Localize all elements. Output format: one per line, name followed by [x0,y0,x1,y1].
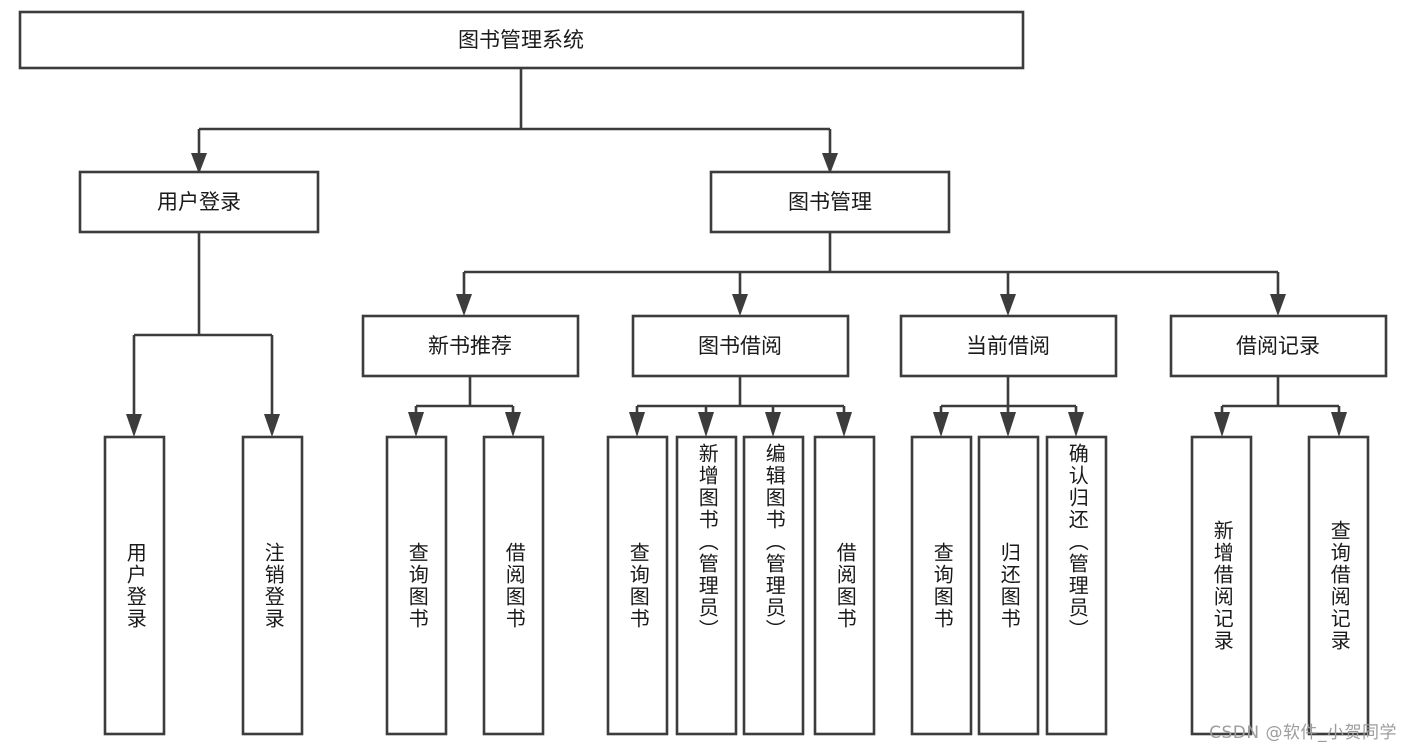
connector-user-login-to-leaves [126,232,280,437]
node-book-management-box [709,170,951,234]
leaf-box-book-borrow-2[interactable] [742,435,805,736]
node-book-management[interactable]: 图书管理 [709,170,951,234]
arrow-head [629,412,645,437]
arrow-head [1214,412,1230,437]
arrow-head [765,412,781,437]
arrow-head [822,153,838,174]
arrow-head [1000,412,1016,437]
connector-book-borrow-to-leaves [629,376,852,437]
node-book-borrow-label: 图书借阅 [698,334,782,358]
arrow-head [1331,412,1347,437]
leaf-box-current-borrow-0[interactable] [910,435,973,736]
leaf-box-current-borrow-1[interactable] [977,435,1040,736]
arrow-head [505,412,521,437]
node-book-management-label: 图书管理 [788,190,872,214]
arrow-head [732,294,748,316]
connector-borrow-record-to-leaves [1214,376,1347,437]
arrow-head [408,412,424,437]
arrow-head [933,412,949,437]
node-user-login-label: 用户登录 [157,190,241,214]
arrow-head [698,412,714,437]
node-current-borrow[interactable]: 当前借阅 [899,314,1118,378]
watermark: CSDN @软件_小贺同学 [1209,723,1397,743]
node-root-box [18,10,1025,70]
leaf-box-new-book-0[interactable] [385,435,448,736]
leaf-box-borrow-record-0[interactable] [1190,435,1253,736]
leaf-box-user-login-0[interactable] [103,435,166,736]
arrow-head [1068,412,1084,437]
node-borrow-record-box [1169,314,1388,378]
arrow-head [456,294,472,316]
leaf-box-borrow-record-1[interactable] [1307,435,1370,736]
arrow-head [836,412,852,437]
node-user-login-box [78,170,320,234]
leaf-box-user-login-1[interactable] [241,435,304,736]
node-root[interactable]: 图书管理系统 [18,10,1025,70]
node-new-book-recommend-box [361,314,580,378]
leaf-box-current-borrow-2[interactable] [1045,435,1108,736]
node-current-borrow-label: 当前借阅 [966,334,1050,358]
connector-new-book-recommend-to-leaves [408,376,521,437]
node-borrow-record-label: 借阅记录 [1236,334,1320,358]
node-borrow-record[interactable]: 借阅记录 [1169,314,1388,378]
arrow-head [264,414,280,437]
node-book-borrow[interactable]: 图书借阅 [631,314,850,378]
node-new-book-recommend-label: 新书推荐 [428,334,512,358]
arrow-head [126,414,142,437]
node-new-book-recommend[interactable]: 新书推荐 [361,314,580,378]
node-book-borrow-box [631,314,850,378]
node-root-label: 图书管理系统 [458,28,584,52]
leaf-box-book-borrow-3[interactable] [813,435,876,736]
leaf-box-book-borrow-1[interactable] [675,435,738,736]
leaf-box-book-borrow-0[interactable] [606,435,669,736]
connector-root-to-level1 [191,68,838,174]
arrow-head [1270,294,1286,316]
arrow-head [1000,294,1016,316]
connector-current-borrow-to-leaves [933,376,1084,437]
leaf-box-new-book-1[interactable] [482,435,545,736]
arrow-head [191,153,207,174]
node-current-borrow-box [899,314,1118,378]
node-user-login[interactable]: 用户登录 [78,170,320,234]
connector-book-management-to-level2 [456,232,1286,316]
